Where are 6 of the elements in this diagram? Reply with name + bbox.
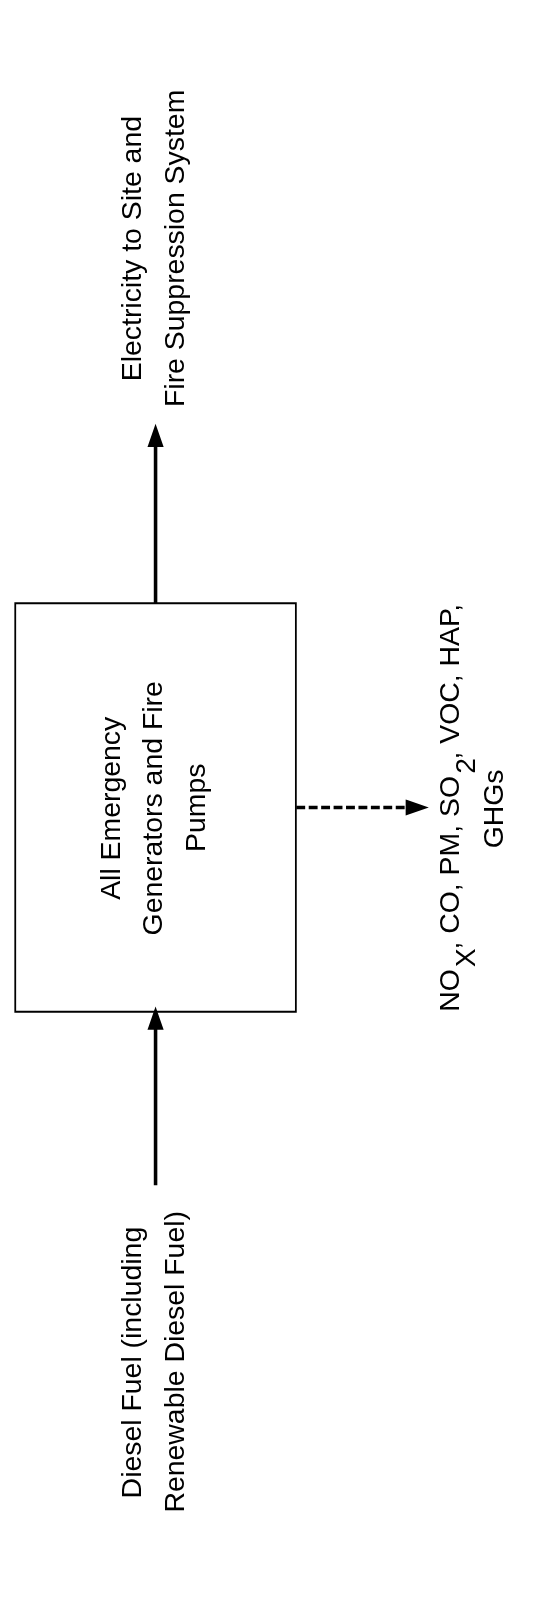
node-text: Diesel Fuel (including Renewable Diesel Fuel) [114, 1210, 190, 1513]
node-box: All Emergency Generators and Fire Pumps [14, 601, 297, 1013]
arrow [147, 1006, 164, 1185]
arrow [147, 423, 164, 603]
node-text: Electricity to Site and Fire Suppression System [114, 89, 190, 407]
arrow [296, 798, 429, 816]
